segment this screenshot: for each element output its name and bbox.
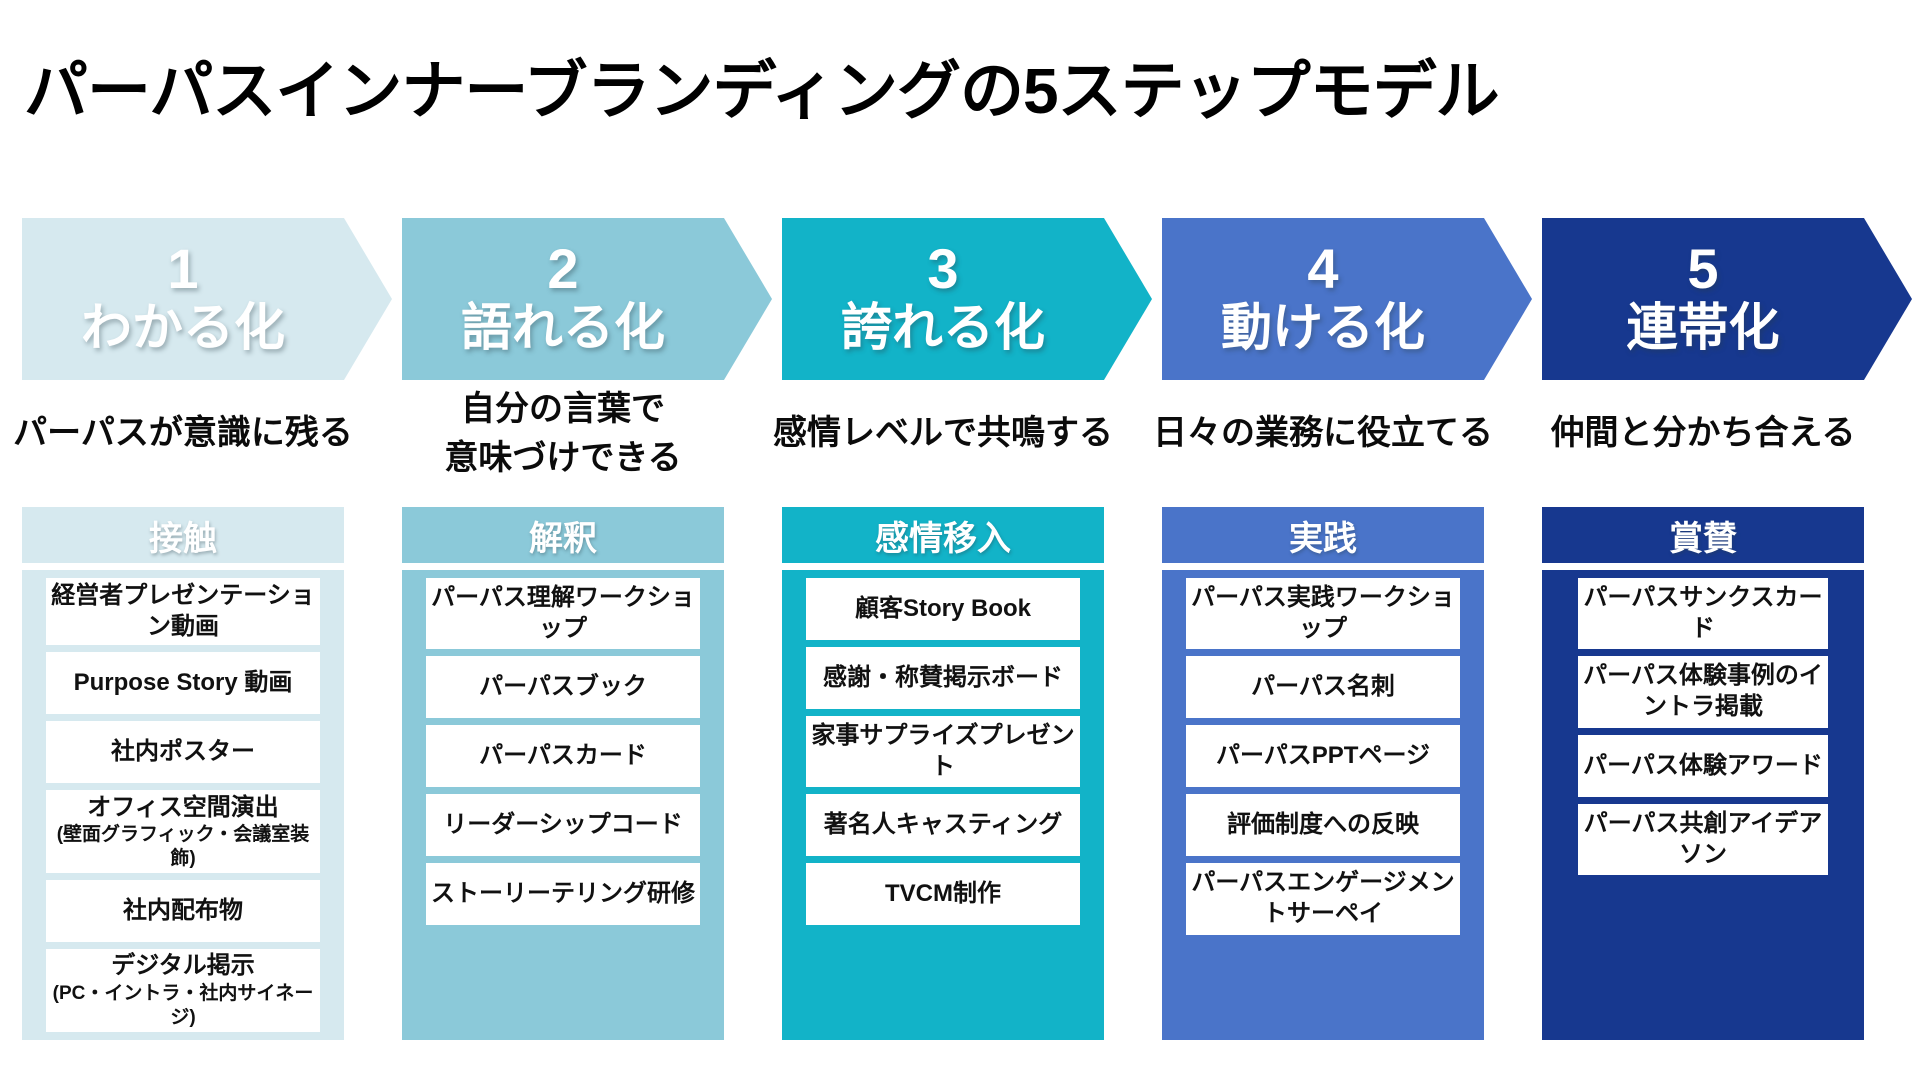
item-text: 経営者プレゼンテーション動画 — [51, 581, 315, 640]
item-text: 顧客Story Book — [854, 594, 1031, 622]
step-group-5: 5 連帯化 仲間と分かち合える 賞賛 パーパスサンクスカード パーパス体験事例の… — [1542, 0, 1912, 1080]
step-number: 1 — [167, 237, 199, 301]
category-header: 賞賛 — [1542, 507, 1864, 563]
step-group-3: 3 誇れる化 感情レベルで共鳴する 感情移入 顧客Story Book 感謝・称… — [773, 0, 1152, 1080]
item-text: パーパス体験事例のイントラ掲載 — [1583, 662, 1823, 721]
step-group-1: 1 わかる化 パーパスが意識に残る 接触 経営者プレゼンテーション動画 Purp… — [13, 0, 392, 1080]
category-column: パーパス実践ワークショップ パーパス名刺 パーパスPPTページ 評価制度への反映… — [1162, 570, 1484, 1040]
item-card: パーパス実践ワークショップ — [1186, 578, 1460, 650]
step-number: 5 — [1687, 237, 1719, 301]
item-card: 経営者プレゼンテーション動画 — [46, 578, 320, 646]
item-card: パーパスカード — [426, 725, 700, 788]
item-card: オフィス空間演出 (壁面グラフィック・会議室装飾) — [46, 790, 320, 874]
step-group-4: 4 動ける化 日々の業務に役立てる 実践 パーパス実践ワークショップ パーパス名… — [1153, 0, 1532, 1080]
item-text: 感謝・称賛掲示ボード — [823, 663, 1063, 691]
item-card: 著名人キャスティング — [806, 794, 1080, 857]
item-card: ストーリーテリング研修 — [426, 863, 700, 926]
step-number: 2 — [547, 237, 579, 301]
step-description: 自分の言葉で 意味づけできる — [444, 389, 682, 477]
category-header: 接触 — [22, 507, 344, 563]
step-arrow-5: 5 連帯化 — [1542, 218, 1912, 380]
item-text: パーパス実践ワークショップ — [1191, 584, 1455, 642]
item-text: パーパス共創アイデアソン — [1583, 809, 1823, 868]
item-text: TVCM制作 — [885, 880, 1001, 908]
item-card: パーパスエンゲージメントサーペイ — [1186, 863, 1460, 935]
step-arrow-2: 2 語れる化 — [402, 218, 772, 380]
step-arrow-3: 3 誇れる化 — [782, 218, 1152, 380]
item-text: パーパスエンゲージメントサーペイ — [1191, 869, 1455, 928]
item-card: 社内配布物 — [46, 880, 320, 943]
item-card: パーパスブック — [426, 656, 700, 719]
item-card: 家事サプライズプレゼント — [806, 716, 1080, 788]
step-number: 3 — [927, 237, 959, 301]
category-column: パーパスサンクスカード パーパス体験事例のイントラ掲載 パーパス体験アワード パ… — [1542, 570, 1864, 1040]
step-name: 連帯化 — [1626, 299, 1780, 357]
item-text: パーパスブック — [479, 673, 647, 701]
item-text: Purpose Story 動画 — [73, 668, 293, 696]
item-text: 著名人キャスティング — [823, 811, 1063, 839]
item-text: デジタル掲示 — [111, 952, 255, 980]
item-text: 社内ポスター — [111, 737, 255, 765]
item-text: パーパス理解ワークショップ — [431, 584, 695, 642]
item-card: パーパス体験事例のイントラ掲載 — [1578, 656, 1828, 728]
item-text: パーパスPPTページ — [1216, 742, 1430, 770]
step-name: 動ける化 — [1220, 299, 1425, 357]
step-description: パーパスが意識に残る — [13, 414, 353, 453]
step-number: 4 — [1307, 237, 1339, 301]
step-name: 語れる化 — [460, 299, 665, 357]
item-card: パーパスサンクスカード — [1578, 578, 1828, 650]
item-text: パーパス名刺 — [1251, 673, 1395, 701]
category-column: 顧客Story Book 感謝・称賛掲示ボード 家事サプライズプレゼント 著名人… — [782, 570, 1104, 1040]
category-header: 解釈 — [402, 507, 724, 563]
item-text: オフィス空間演出 — [87, 793, 279, 821]
category-header: 感情移入 — [782, 507, 1104, 563]
step-name: 誇れる化 — [840, 299, 1045, 357]
item-text: ストーリーテリング研修 — [431, 880, 695, 908]
item-text: リーダーシップコード — [443, 811, 683, 839]
item-text: パーパスサンクスカード — [1583, 584, 1823, 642]
item-card: 感謝・称賛掲示ボード — [806, 647, 1080, 709]
category-column: パーパス理解ワークショップ パーパスブック パーパスカード リーダーシップコード… — [402, 570, 724, 1040]
step-description: 日々の業務に役立てる — [1153, 414, 1493, 453]
step-name: わかる化 — [80, 299, 285, 357]
item-text: 評価制度への反映 — [1227, 811, 1419, 839]
item-card: Purpose Story 動画 — [46, 652, 320, 715]
item-card: TVCM制作 — [806, 863, 1080, 926]
step-arrow-1: 1 わかる化 — [22, 218, 392, 380]
item-subtext: (PC・イントラ・社内サイネージ) — [52, 983, 314, 1028]
step-group-2: 2 語れる化 自分の言葉で 意味づけできる 解釈 パーパス理解ワークショップ パ… — [402, 0, 772, 1080]
category-header: 実践 — [1162, 507, 1484, 563]
category-column: 経営者プレゼンテーション動画 Purpose Story 動画 社内ポスター オ… — [22, 570, 344, 1040]
item-text: パーパス体験アワード — [1583, 751, 1823, 779]
item-card: パーパス共創アイデアソン — [1578, 803, 1828, 876]
item-card: デジタル掲示 (PC・イントラ・社内サイネージ) — [46, 949, 320, 1032]
item-subtext: (壁面グラフィック・会議室装飾) — [56, 824, 310, 870]
item-card: パーパスPPTページ — [1186, 725, 1460, 788]
item-text: 家事サプライズプレゼント — [811, 722, 1075, 780]
item-card: 評価制度への反映 — [1186, 794, 1460, 857]
item-card: 社内ポスター — [46, 721, 320, 784]
step-description: 感情レベルで共鳴する — [773, 414, 1113, 453]
item-card: 顧客Story Book — [806, 578, 1080, 640]
item-text: パーパスカード — [479, 742, 647, 770]
item-card: リーダーシップコード — [426, 794, 700, 857]
item-card: パーパス理解ワークショップ — [426, 578, 700, 650]
item-card: パーパス体験アワード — [1578, 734, 1828, 797]
item-card: パーパス名刺 — [1186, 656, 1460, 719]
step-description: 仲間と分かち合える — [1550, 414, 1856, 453]
item-text: 社内配布物 — [123, 896, 243, 924]
page-title: パーパスインナーブランディングの5ステップモデル — [24, 55, 1500, 127]
step-arrow-4: 4 動ける化 — [1162, 218, 1532, 380]
